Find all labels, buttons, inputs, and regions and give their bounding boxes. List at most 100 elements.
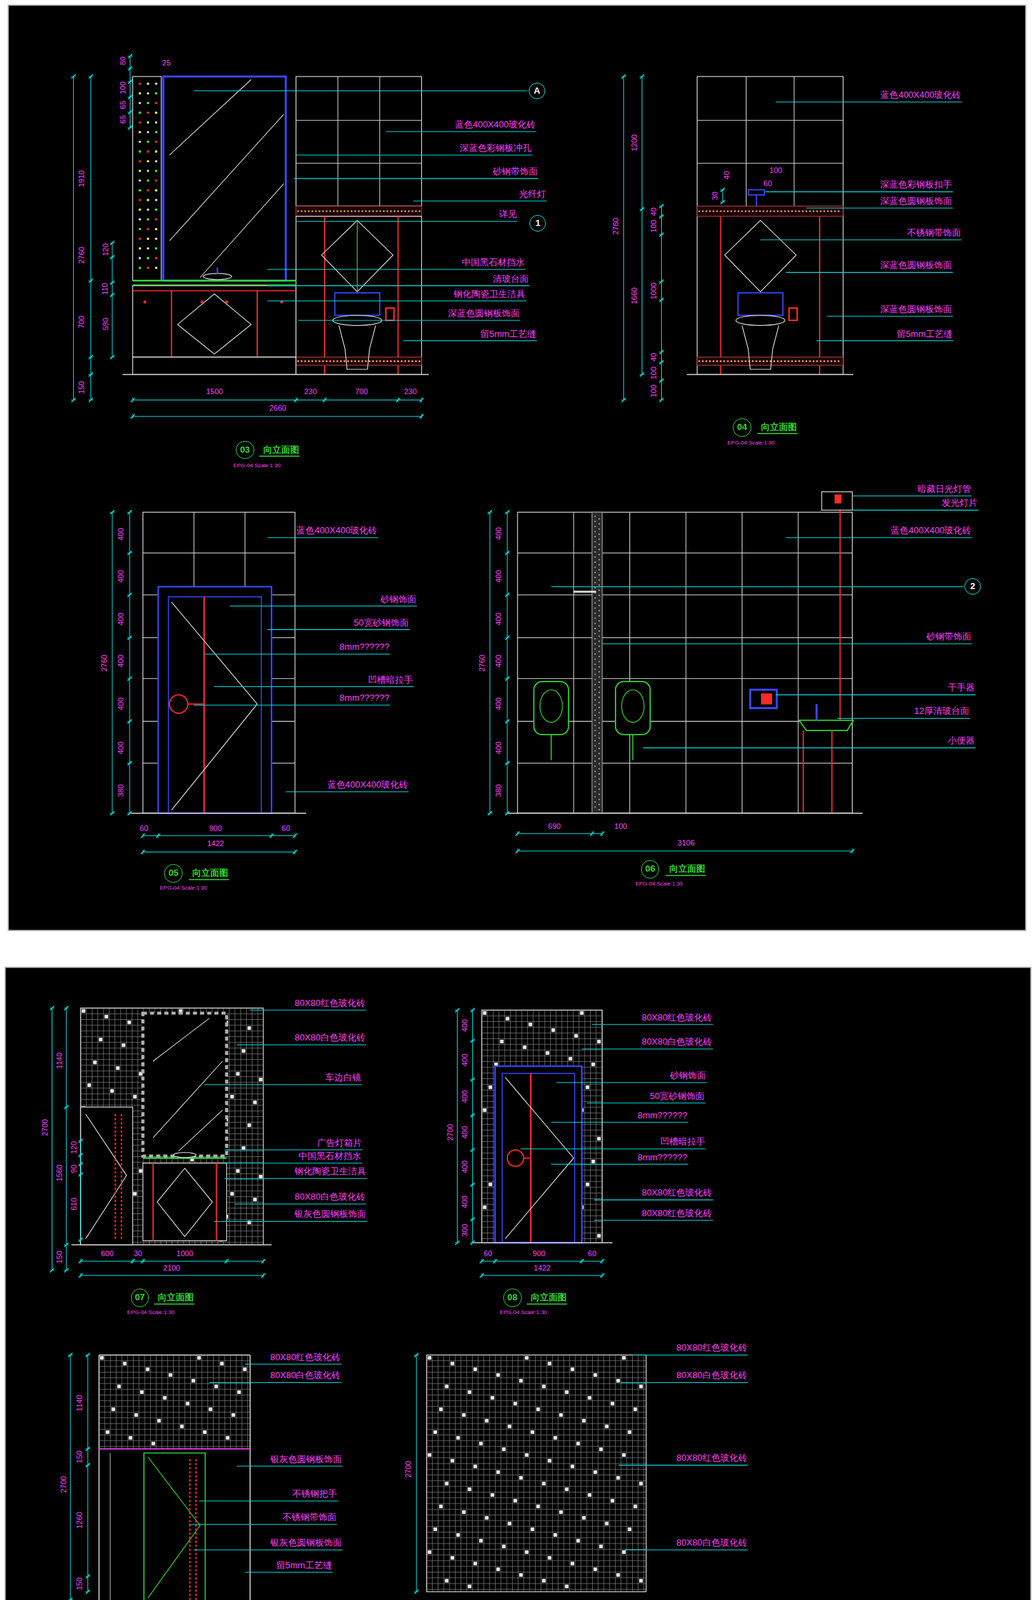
leader-line	[214, 1221, 367, 1223]
dimension: 400	[116, 569, 126, 584]
accent-tile	[456, 1533, 460, 1538]
dimension: 1500	[205, 387, 224, 397]
tile-joint	[426, 1400, 646, 1402]
dimension: 400	[460, 1018, 470, 1033]
dimension-line	[111, 242, 113, 358]
pattern-dot	[138, 247, 142, 251]
tile-joint	[99, 1389, 251, 1391]
pattern-dot	[297, 360, 300, 363]
dimension: 2700	[445, 1123, 455, 1142]
dimension-tick	[224, 1259, 229, 1264]
pattern-dot	[146, 150, 150, 154]
pattern-dot	[138, 188, 142, 192]
accent-tile	[581, 1516, 586, 1520]
dimension-tick	[64, 1243, 69, 1248]
tile-joint	[228, 1008, 230, 1246]
dimension-tick	[505, 811, 510, 816]
tile-joint	[251, 1008, 253, 1246]
pattern-dot	[801, 360, 804, 363]
dimension-tick	[659, 350, 664, 355]
accent-tile	[433, 1528, 438, 1532]
door-swing	[505, 1078, 574, 1240]
light-box	[821, 492, 853, 511]
tile-joint	[512, 1355, 513, 1593]
dimension: 40	[722, 170, 732, 180]
tile-joint	[99, 1446, 251, 1448]
accent-tile	[235, 1072, 240, 1077]
drawing-rect	[80, 1008, 264, 1246]
leader-line	[775, 102, 962, 103]
door-handle	[169, 694, 189, 714]
dimension-tick	[397, 397, 399, 403]
pattern-dot	[730, 210, 733, 213]
dimension-tick	[470, 1218, 475, 1223]
dimension-tick	[78, 1172, 83, 1177]
pattern-dot	[598, 712, 600, 714]
accent-tile	[237, 1391, 241, 1395]
pattern-dot	[709, 360, 712, 363]
pattern-dot	[837, 210, 840, 213]
dimension-tick	[85, 1465, 91, 1467]
dimension-tick	[132, 413, 134, 419]
dimension: 120	[68, 1140, 78, 1155]
accent-tile	[496, 1568, 500, 1572]
dimension: 110	[100, 281, 110, 296]
dimension-tick	[78, 1139, 83, 1144]
pattern-dot	[155, 92, 158, 96]
tile-joint	[534, 1355, 536, 1593]
pattern-dot	[155, 228, 158, 231]
accent-tile	[231, 1413, 236, 1418]
tile-joint	[580, 1355, 582, 1593]
tile-joint	[426, 1526, 646, 1528]
dimension-tick	[470, 1184, 475, 1186]
tile-joint	[295, 162, 422, 164]
material-note: 中国黑石材挡水	[461, 257, 526, 269]
dimension: 1140	[54, 1052, 64, 1071]
accent-tile	[505, 1017, 510, 1021]
dimension-line	[129, 55, 131, 128]
leader-line	[209, 1382, 342, 1384]
drawing-line	[187, 703, 205, 706]
pattern-dot	[598, 788, 600, 790]
leader-line	[267, 629, 410, 631]
tile-joint	[246, 1008, 247, 1246]
dimension-tick	[600, 832, 605, 837]
pattern-dot	[823, 360, 826, 363]
dimension-line	[66, 1008, 67, 1272]
material-note: 80X80红色玻化砖	[641, 1013, 714, 1024]
drawing-line	[195, 1459, 197, 1600]
pattern-dot	[598, 727, 600, 729]
dimension-tick	[77, 1164, 83, 1165]
dimension-tick	[64, 1007, 69, 1009]
pattern-dot	[598, 594, 600, 597]
drawing-path	[321, 220, 393, 293]
tile-joint	[257, 1008, 259, 1246]
drawing-layer	[4, 4, 1031, 1600]
accent-tile	[570, 1562, 575, 1566]
pattern-dot	[414, 360, 418, 363]
accent-tile	[576, 1442, 580, 1446]
accent-tile	[433, 1431, 438, 1435]
circle-text: 03	[239, 445, 250, 455]
pattern-dot	[297, 210, 300, 213]
dimension: 400	[493, 569, 503, 584]
pattern-dot	[347, 210, 350, 213]
tile-joint	[99, 1429, 251, 1431]
pattern-dot	[315, 210, 318, 213]
dimension: 80	[117, 56, 127, 67]
pattern-dot	[598, 574, 600, 576]
dimension-tick	[85, 1447, 90, 1452]
urinal	[621, 690, 645, 723]
tile-joint	[626, 1355, 628, 1593]
pattern-dot	[741, 210, 744, 213]
leader-line	[199, 1501, 339, 1503]
pattern-dot	[146, 188, 150, 192]
leader-line	[214, 686, 414, 688]
dimension: 1000	[175, 1249, 194, 1259]
accent-tile	[621, 1356, 626, 1361]
tile-joint	[517, 594, 853, 596]
pattern-dot	[594, 668, 596, 671]
dimension: 150	[55, 1250, 65, 1265]
pattern-dot	[794, 210, 797, 213]
dimension-tick	[505, 592, 510, 597]
